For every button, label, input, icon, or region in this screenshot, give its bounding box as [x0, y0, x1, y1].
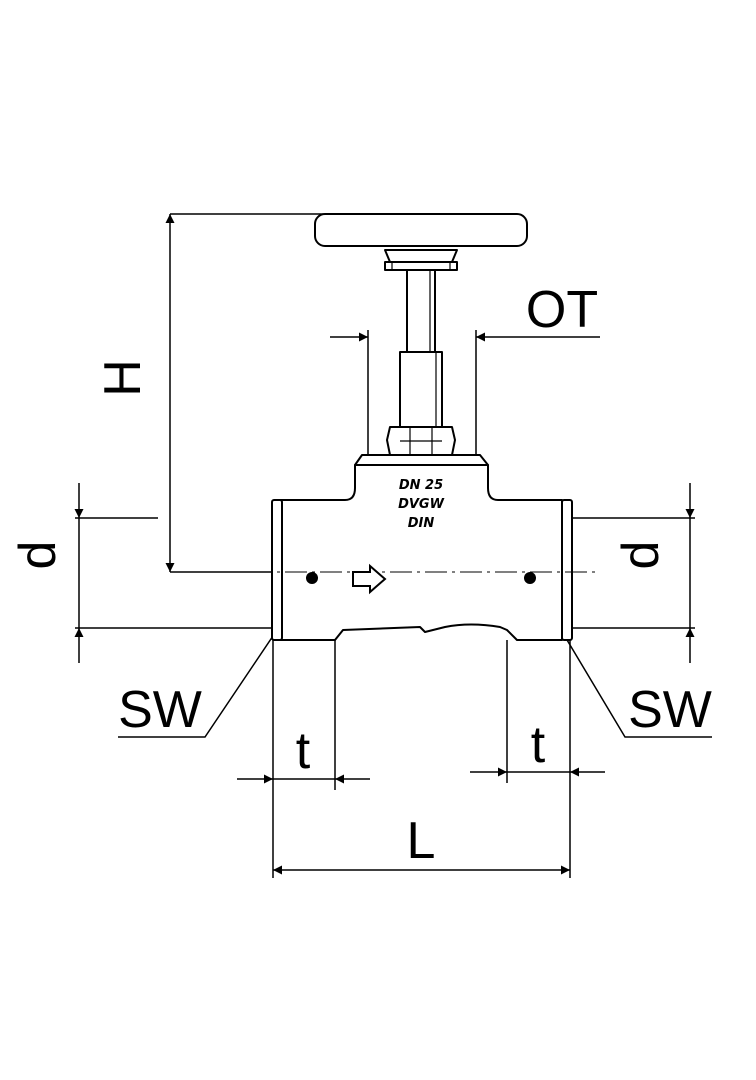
bonnet-sleeve — [399, 351, 443, 428]
sw-right-dot — [524, 572, 536, 584]
label-l: L — [407, 812, 436, 870]
label-d-left: d — [9, 541, 67, 570]
label-d-right: d — [612, 541, 670, 570]
handwheel-lower-hub — [384, 261, 458, 271]
label-sw-left: SW — [118, 681, 202, 739]
spindle — [406, 269, 436, 353]
body-marking-line3: DIN — [408, 516, 435, 531]
left-port-flange — [271, 499, 283, 641]
valve-housing — [279, 464, 563, 641]
body-detail-lines — [391, 262, 451, 455]
sw-left-dot — [306, 572, 318, 584]
label-t-left: t — [296, 722, 311, 780]
body-marking-line1: DN 25 — [399, 478, 443, 493]
handwheel — [314, 213, 528, 247]
valve-body — [271, 213, 573, 641]
label-sw-right: SW — [628, 681, 712, 739]
bonnet-collar — [354, 454, 489, 466]
label-ot: OT — [526, 281, 598, 339]
right-port-flange — [561, 499, 573, 641]
label-t-right: t — [531, 716, 546, 774]
flow-direction-arrow — [352, 563, 387, 595]
body-marking-line2: DVGW — [398, 497, 445, 512]
handwheel-hub — [384, 249, 458, 263]
label-h: H — [94, 359, 152, 397]
